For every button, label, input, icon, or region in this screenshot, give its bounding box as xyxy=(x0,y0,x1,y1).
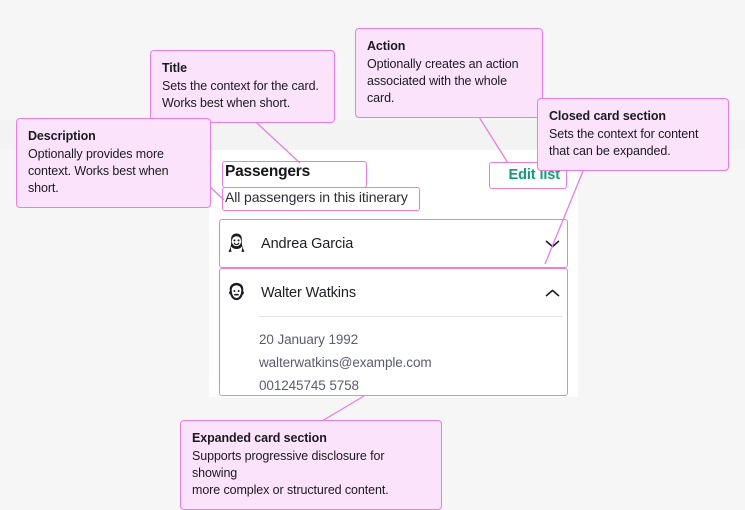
annotation-description-heading: Description xyxy=(28,129,96,143)
annotation-expanded-heading: Expanded card section xyxy=(192,431,327,445)
passenger-name: Walter Watkins xyxy=(261,284,357,301)
annotation-expanded-card-section: Expanded card section Supports progressi… xyxy=(180,420,442,510)
annotation-title-heading: Title xyxy=(162,61,187,75)
card-section-header-andrea[interactable]: Andrea Garcia xyxy=(209,219,578,268)
passengers-card: Passengers All passengers in this itiner… xyxy=(209,150,578,397)
passenger-birthdate: 20 January 1992 xyxy=(259,332,359,347)
annotation-closed-heading: Closed card section xyxy=(549,109,666,123)
chevron-up-icon[interactable] xyxy=(545,288,560,298)
section-divider xyxy=(259,316,562,317)
chevron-down-icon[interactable] xyxy=(545,239,560,249)
annotation-expanded-body: Supports progressive disclosure for show… xyxy=(192,449,389,497)
card-section-andrea: Andrea Garcia xyxy=(209,219,578,268)
card-description: All passengers in this itinerary xyxy=(225,189,408,205)
passenger-email: walterwatkins@example.com xyxy=(259,355,432,370)
card-header: Passengers All passengers in this itiner… xyxy=(209,150,578,219)
passenger-name: Andrea Garcia xyxy=(261,235,354,252)
annotation-action: Action Optionally creates an action asso… xyxy=(355,28,543,118)
card-section-header-walter[interactable]: Walter Watkins xyxy=(209,268,578,317)
annotation-title-body: Sets the context for the card. Works bes… xyxy=(162,79,319,110)
annotation-action-heading: Action xyxy=(367,39,406,53)
avatar-woman-icon xyxy=(228,233,245,252)
card-section-walter: Walter Watkins 20 January 1992 walterwat… xyxy=(209,268,578,397)
annotation-description-body: Optionally provides more context. Works … xyxy=(28,147,169,195)
passenger-details: 20 January 1992 walterwatkins@example.co… xyxy=(209,317,578,411)
annotation-closed-card-section: Closed card section Sets the context for… xyxy=(537,98,729,171)
passenger-phone: 001245745 5758 xyxy=(259,378,359,393)
avatar-man-icon xyxy=(229,282,244,301)
annotation-description: Description Optionally provides more con… xyxy=(16,118,211,208)
annotation-title: Title Sets the context for the card. Wor… xyxy=(150,50,335,123)
annotation-action-body: Optionally creates an action associated … xyxy=(367,57,519,105)
card-title: Passengers xyxy=(225,163,311,180)
annotation-closed-body: Sets the context for content that can be… xyxy=(549,127,699,158)
